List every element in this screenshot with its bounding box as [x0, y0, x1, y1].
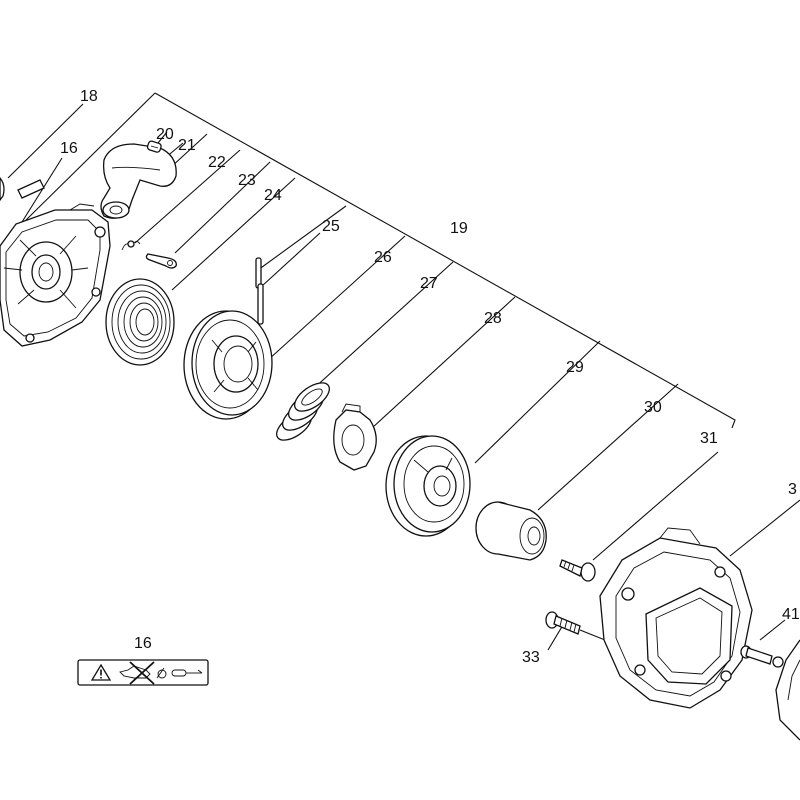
- fan-housing-32: [599, 527, 753, 709]
- callout-29: 29: [566, 359, 584, 376]
- callout-labels: 18 16 20 21 22 23 24 25 26 19 27 28 29 3…: [60, 88, 800, 666]
- screw-41: [740, 645, 784, 668]
- callout-21: 21: [178, 137, 196, 154]
- callout-32: 3: [788, 481, 797, 498]
- starter-pulley-26: [183, 310, 273, 420]
- partial-part-18: [0, 177, 5, 202]
- callout-41: 41: [782, 606, 800, 623]
- callout-18: 18: [80, 88, 98, 105]
- coil-spring-27: [275, 382, 331, 441]
- callout-24: 24: [264, 187, 282, 204]
- callout-19: 19: [450, 220, 468, 237]
- spring-22: [121, 240, 141, 251]
- callout-28: 28: [484, 310, 502, 327]
- callout-30: 30: [644, 399, 662, 416]
- no-hand-icon: [119, 661, 155, 685]
- recoil-spring-24: [105, 278, 175, 366]
- callout-22: 22: [208, 154, 226, 171]
- screw-31: [559, 559, 596, 582]
- screw-33: [545, 611, 581, 635]
- ratchet-28: [333, 403, 377, 471]
- starter-cord-icon: [156, 667, 167, 679]
- callout-27: 27: [420, 275, 438, 292]
- pin-25: [255, 257, 264, 325]
- callout-23: 23: [238, 172, 256, 189]
- tool-icon: [171, 669, 203, 677]
- warning-decal-16: [77, 659, 209, 686]
- starter-grip-21: [100, 143, 177, 219]
- callout-25: 25: [322, 218, 340, 235]
- warning-triangle-icon: [90, 663, 112, 681]
- callout-16-decal: 16: [134, 635, 152, 652]
- hub-30: [475, 501, 547, 561]
- starter-housing: [0, 203, 111, 347]
- callout-33: 33: [522, 649, 540, 666]
- callout-26: 26: [374, 249, 392, 266]
- leader-lines: [7, 92, 800, 651]
- clip-20: [146, 140, 162, 153]
- callout-16: 16: [60, 140, 78, 157]
- callout-31: 31: [700, 430, 718, 447]
- partial-right-part: [775, 639, 800, 741]
- drum-29: [385, 435, 471, 537]
- pawl-23: [145, 253, 177, 269]
- callout-20: 20: [156, 126, 174, 143]
- decal-16-small: [17, 179, 45, 199]
